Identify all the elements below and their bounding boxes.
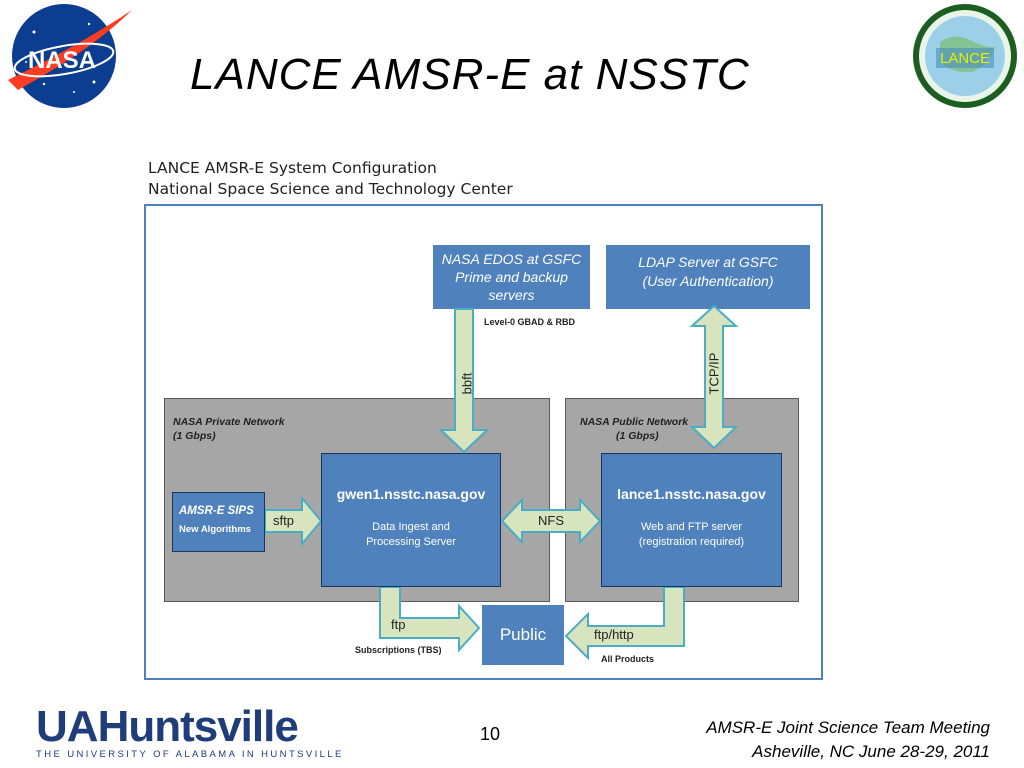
meeting-info: AMSR-E Joint Science Team Meeting Ashevi…	[600, 716, 990, 764]
gwen-desc-line1: Data Ingest and	[372, 521, 450, 533]
sftp-arrow	[264, 495, 323, 547]
tcpip-label: TCP/IP	[706, 352, 722, 395]
nfs-arrow	[500, 497, 602, 545]
slide-title: LANCE AMSR-E at NSSTC	[190, 50, 750, 99]
edos-line1: NASA EDOS at GSFC	[441, 251, 582, 267]
bbft-arrow	[438, 308, 490, 454]
ldap-line1: LDAP Server at GSFC	[638, 254, 778, 270]
uah-logo-huntsville: Huntsville	[97, 702, 299, 751]
lance-desc-line2: (registration required)	[638, 536, 745, 548]
page-number: 10	[480, 724, 501, 744]
edos-line3: servers	[488, 287, 535, 303]
uah-logo-ua: UA	[36, 702, 99, 751]
all-products-label: All Products	[601, 654, 655, 664]
sftp-label: sftp	[273, 513, 294, 528]
nasa-logo: NASA	[4, 2, 134, 110]
uah-logo-subtitle: THE UNIVERSITY OF ALABAMA IN HUNTSVILLE	[36, 749, 344, 760]
public-network-label: NASA Public Network	[580, 416, 689, 428]
meeting-line1: AMSR-E Joint Science Team Meeting	[706, 718, 990, 737]
lance-logo-text: LANCE	[940, 50, 990, 67]
public-box: Public	[482, 605, 564, 665]
private-network-label: NASA Private Network	[173, 416, 285, 428]
meeting-line2: Asheville, NC June 28-29, 2011	[752, 742, 990, 761]
private-network-speed: (1 Gbps)	[173, 430, 216, 442]
lance-desc-line1: Web and FTP server	[640, 521, 743, 533]
edos-server-box: NASA EDOS at GSFC Prime and backup serve…	[433, 245, 590, 309]
sips-name: AMSR-E SIPS	[179, 505, 254, 517]
bbft-label: bbft	[459, 372, 475, 395]
nasa-logo-text: NASA	[28, 47, 96, 74]
public-network-speed: (1 Gbps)	[616, 430, 659, 442]
lance-server-box: lance1.nsstc.nasa.gov Web and FTP server…	[601, 453, 782, 587]
diagram-heading-line2: National Space Science and Technology Ce…	[148, 180, 513, 198]
sips-box: AMSR-E SIPS New Algorithms	[172, 492, 265, 552]
ldap-line2: (User Authentication)	[642, 273, 774, 289]
ftp-label: ftp	[391, 617, 406, 632]
lance-logo: LANCE	[910, 2, 1020, 110]
sips-desc: New Algorithms	[179, 524, 251, 535]
lance-server-name: lance1.nsstc.nasa.gov	[617, 486, 766, 502]
gwen-desc-line2: Processing Server	[366, 536, 456, 548]
level0-label: Level-0 GBAD & RBD	[484, 317, 576, 327]
ftphttp-arrow	[564, 586, 685, 661]
subscriptions-label: Subscriptions (TBS)	[355, 645, 442, 655]
edos-line2: Prime and backup	[455, 269, 568, 285]
gwen-server-box: gwen1.nsstc.nasa.gov Data Ingest and Pro…	[321, 453, 501, 587]
gwen-server-name: gwen1.nsstc.nasa.gov	[336, 486, 486, 502]
nfs-label: NFS	[538, 513, 564, 528]
diagram-heading: LANCE AMSR-E System Configuration Nation…	[148, 158, 513, 200]
tcpip-arrow	[689, 304, 739, 450]
ftp-arrow	[379, 586, 481, 653]
ldap-server-box: LDAP Server at GSFC (User Authentication…	[606, 245, 810, 309]
ftphttp-label: ftp/http	[594, 627, 634, 642]
diagram-heading-line1: LANCE AMSR-E System Configuration	[148, 159, 437, 177]
uah-logo: UAHuntsville THE UNIVERSITY OF ALABAMA I…	[36, 705, 356, 761]
